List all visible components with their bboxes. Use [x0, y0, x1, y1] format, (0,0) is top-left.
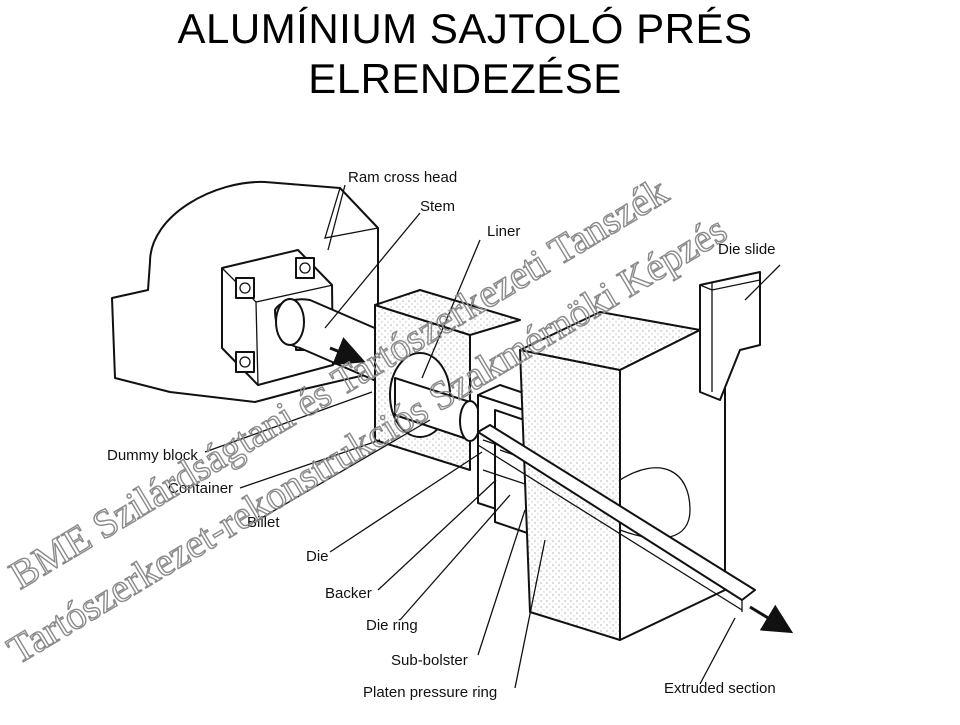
slide-title: ALUMÍNIUM SAJTOLÓ PRÉS ELRENDEZÉSE	[0, 4, 930, 104]
title-line-2: ELRENDEZÉSE	[308, 55, 622, 102]
die-slide	[699, 271, 761, 401]
label-backer: Backer	[325, 585, 372, 602]
label-platen-pressure-ring: Platen pressure ring	[363, 684, 497, 701]
label-extruded-section: Extruded section	[664, 680, 776, 697]
label-die-ring: Die ring	[366, 617, 418, 634]
label-sub-bolster: Sub-bolster	[391, 652, 468, 669]
label-die-slide: Die slide	[718, 241, 776, 258]
container	[374, 289, 521, 471]
label-stem: Stem	[420, 198, 455, 215]
label-die: Die	[306, 548, 329, 565]
label-liner: Liner	[487, 223, 520, 240]
label-container: Container	[168, 480, 233, 497]
title-line-1: ALUMÍNIUM SAJTOLÓ PRÉS	[177, 5, 753, 52]
label-ram-cross-head: Ram cross head	[348, 169, 457, 186]
extruded-section	[477, 424, 794, 634]
part-labels: Ram cross head Stem Liner Die slide Dumm…	[107, 169, 776, 701]
label-billet: Billet	[247, 514, 280, 531]
label-dummy-block: Dummy block	[107, 447, 198, 464]
leader-lines	[204, 184, 781, 689]
